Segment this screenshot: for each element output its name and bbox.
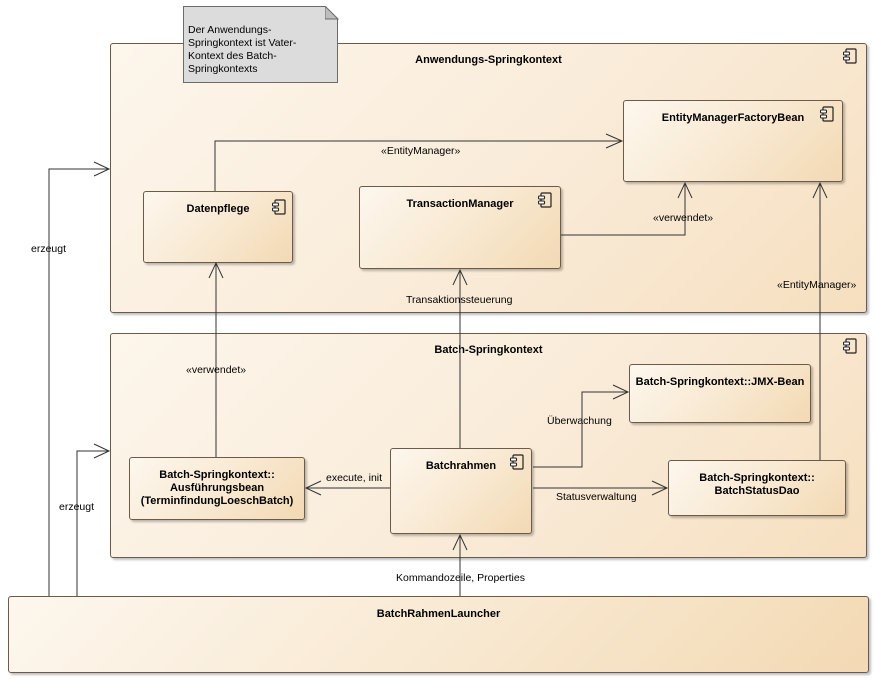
component-title: BatchRahmenLauncher [376,608,501,620]
component-title: TransactionManager [406,198,514,210]
arrowhead [93,443,111,459]
edge-label-kommandozeile: Kommandozeile, Properties [396,572,525,584]
component-transactionmanager[interactable]: TransactionManager [359,186,561,269]
component-title: Datenpflege [186,203,250,215]
edge-label-verwendet: «verwendet» [186,364,247,376]
arrowhead [93,161,111,177]
component-batchrahmenlauncher[interactable]: BatchRahmenLauncher [8,596,869,673]
component-title: EntityManagerFactoryBean [661,112,805,124]
edge-transaction-emfb [561,183,686,236]
edge-label-entitymanager: «EntityManager» [777,279,857,291]
edge-label-entitymanager: «EntityManager» [381,145,461,157]
component-title: Batchrahmen [425,460,497,472]
component-entitymanagerfactorybean[interactable]: EntityManagerFactoryBean [623,100,843,182]
component-icon [272,199,286,215]
container-title: Anwendungs-Springkontext [415,54,562,66]
arrowhead [208,261,224,279]
edge-label-verwendet: «verwendet» [653,212,714,224]
note-text: Der Anwendungs- Springkontext ist Vater-… [188,24,297,75]
edge-label-ueberwachung: Überwachung [547,415,612,427]
component-icon [843,48,857,64]
component-datenpflege[interactable]: Datenpflege [143,191,293,263]
edge-label-execute-init: execute, init [326,472,383,484]
edge-launcher-anwendung [48,168,109,596]
arrowhead [651,480,669,496]
component-icon [820,106,834,122]
component-ausfuehrungsbean[interactable]: Batch-Springkontext:: Ausführungsbean (T… [129,457,305,520]
component-icon [510,454,524,470]
component-title: Batch-Springkontext:: Ausführungsbean (T… [140,469,294,507]
component-icon [843,338,857,354]
edge-datenpflege-emfb [214,140,622,191]
arrowhead [452,533,468,551]
container-title: Batch-Springkontext [434,344,543,356]
edge-launcher-batch [76,450,109,596]
arrowhead [304,480,322,496]
edge-label-transaktionssteuerung: Transaktionssteuerung [406,294,513,306]
note[interactable]: Der Anwendungs- Springkontext ist Vater-… [183,6,338,83]
arrowhead [612,384,630,400]
edge-label-statusverwaltung: Statusverwaltung [556,491,637,503]
arrowhead [812,181,828,199]
component-title: Batch-Springkontext:: BatchStatusDao [699,472,815,497]
edge-label-erzeugt: erzeugt [31,243,67,255]
arrowhead [677,181,693,199]
arrowhead [452,268,468,286]
arrowhead [605,133,624,149]
component-title: Batch-Springkontext::JMX-Bean [635,376,805,388]
edge-batchrahmen-jmx [533,391,628,468]
component-batchstatusdao[interactable]: Batch-Springkontext:: BatchStatusDao [668,460,846,516]
component-jmx-bean[interactable]: Batch-Springkontext::JMX-Bean [629,364,811,423]
component-batchrahmen[interactable]: Batchrahmen [390,448,532,534]
edge-label-erzeugt: erzeugt [59,501,95,513]
component-icon [538,192,552,208]
note-fold-corner [325,6,339,20]
